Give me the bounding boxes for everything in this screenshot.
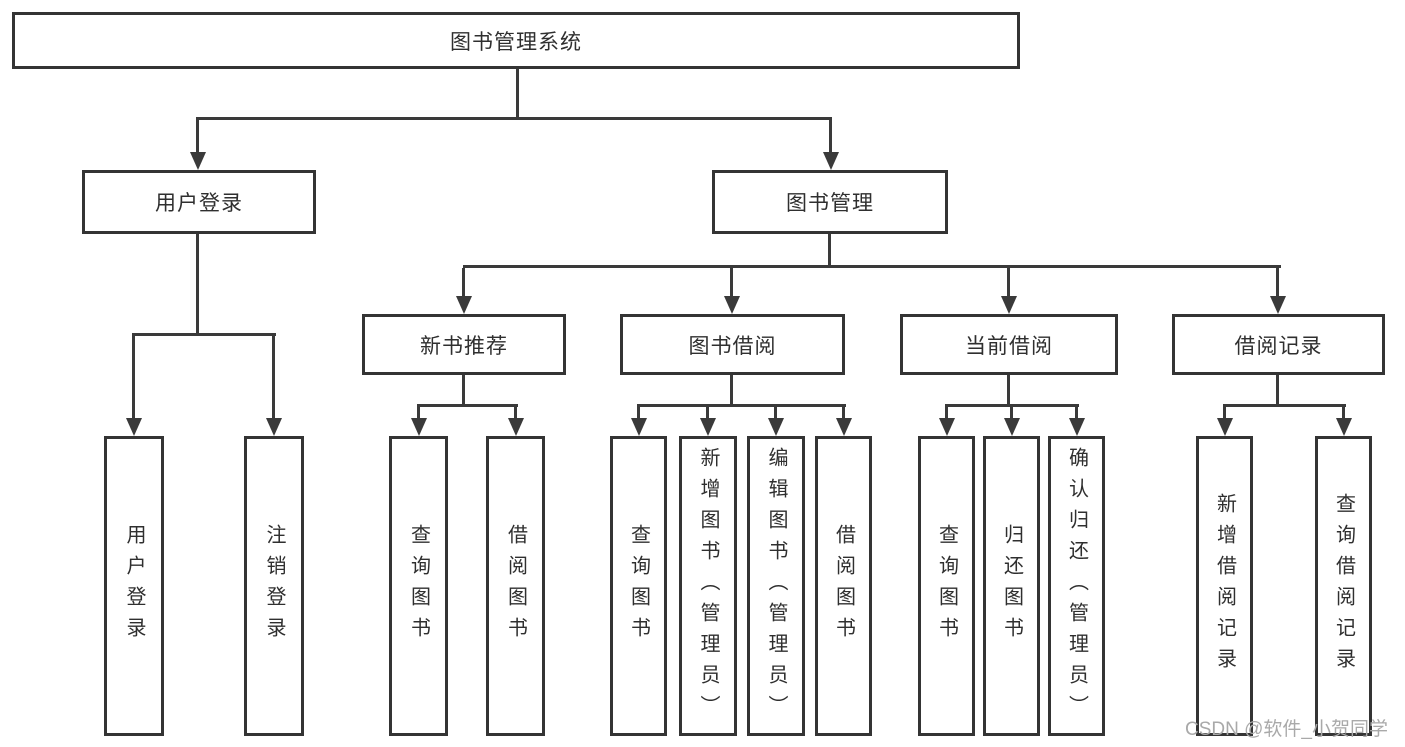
connector-vline xyxy=(706,407,709,420)
arrow-down-icon xyxy=(724,296,740,314)
connector-vline xyxy=(417,407,420,420)
connector-hline xyxy=(1223,404,1346,407)
connector-vline xyxy=(637,407,640,420)
leaf-user-logout: 注销登录 xyxy=(244,436,304,736)
connector-vline xyxy=(516,69,519,120)
node-book-borrow: 图书借阅 xyxy=(620,314,845,375)
connector-hline xyxy=(132,333,276,336)
arrow-down-icon xyxy=(126,418,142,436)
leaf-current-confirm-return-admin: 确认归还（管理员） xyxy=(1048,436,1105,736)
arrow-down-icon xyxy=(190,152,206,170)
node-root: 图书管理系统 xyxy=(12,12,1020,69)
connector-vline xyxy=(196,120,199,154)
connector-vline xyxy=(462,268,465,298)
arrow-down-icon xyxy=(1217,418,1233,436)
connector-hline xyxy=(196,117,832,120)
leaf-recommend-borrow-book: 借阅图书 xyxy=(486,436,545,736)
arrow-down-icon xyxy=(1069,418,1085,436)
connector-vline xyxy=(1007,375,1010,406)
leaf-borrow-add-book-admin: 新增图书（管理员） xyxy=(679,436,737,736)
node-book-management-branch: 图书管理 xyxy=(712,170,948,234)
connector-vline xyxy=(514,407,517,420)
connector-hline xyxy=(637,404,846,407)
connector-vline xyxy=(1010,407,1013,420)
watermark: CSDN @软件_小贺同学 xyxy=(1185,719,1388,740)
connector-vline xyxy=(462,375,465,406)
connector-vline xyxy=(196,234,199,334)
node-new-book-recommend: 新书推荐 xyxy=(362,314,566,375)
connector-vline xyxy=(945,407,948,420)
leaf-records-add-record: 新增借阅记录 xyxy=(1196,436,1253,736)
connector-hline xyxy=(417,404,518,407)
arrow-down-icon xyxy=(700,418,716,436)
leaf-borrow-edit-book-admin: 编辑图书（管理员） xyxy=(747,436,805,736)
arrow-down-icon xyxy=(939,418,955,436)
connector-vline xyxy=(829,120,832,154)
arrow-down-icon xyxy=(836,418,852,436)
arrow-down-icon xyxy=(508,418,524,436)
arrow-down-icon xyxy=(456,296,472,314)
arrow-down-icon xyxy=(1270,296,1286,314)
leaf-records-query-record: 查询借阅记录 xyxy=(1315,436,1372,736)
connector-hline xyxy=(945,404,1079,407)
connector-vline xyxy=(1276,268,1279,298)
connector-vline xyxy=(828,234,831,267)
arrow-down-icon xyxy=(266,418,282,436)
connector-vline xyxy=(1276,375,1279,406)
connector-vline xyxy=(774,407,777,420)
leaf-current-return-book: 归还图书 xyxy=(983,436,1040,736)
connector-vline xyxy=(730,268,733,298)
node-borrow-records: 借阅记录 xyxy=(1172,314,1385,375)
node-user-login-branch: 用户登录 xyxy=(82,170,316,234)
connector-vline xyxy=(730,375,733,406)
connector-vline xyxy=(1223,407,1226,420)
node-current-borrow: 当前借阅 xyxy=(900,314,1118,375)
arrow-down-icon xyxy=(1336,418,1352,436)
leaf-user-login: 用户登录 xyxy=(104,436,164,736)
leaf-recommend-query-book: 查询图书 xyxy=(389,436,448,736)
leaf-borrow-query-book: 查询图书 xyxy=(610,436,667,736)
connector-vline xyxy=(1007,268,1010,298)
connector-vline xyxy=(1342,407,1345,420)
arrow-down-icon xyxy=(1004,418,1020,436)
arrow-down-icon xyxy=(1001,296,1017,314)
arrow-down-icon xyxy=(768,418,784,436)
arrow-down-icon xyxy=(823,152,839,170)
arrow-down-icon xyxy=(411,418,427,436)
arrow-down-icon xyxy=(631,418,647,436)
connector-vline xyxy=(842,407,845,420)
connector-vline xyxy=(1075,407,1078,420)
leaf-current-query-book: 查询图书 xyxy=(918,436,975,736)
connector-vline xyxy=(132,336,135,420)
connector-vline xyxy=(272,336,275,420)
connector-hline xyxy=(463,265,1281,268)
leaf-borrow-borrow-book: 借阅图书 xyxy=(815,436,872,736)
